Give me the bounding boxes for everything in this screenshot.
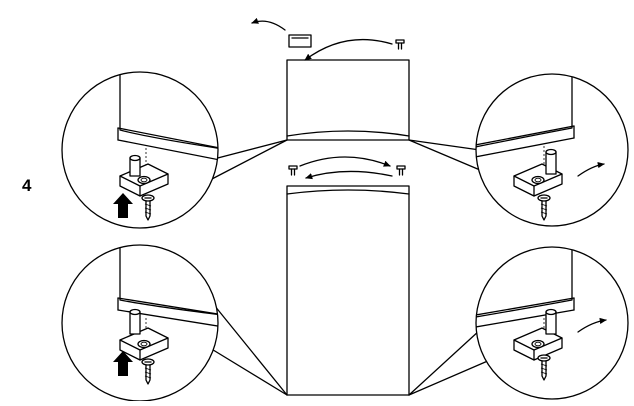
detail-top-right (475, 73, 629, 227)
detail-bottom-left (61, 244, 219, 402)
hinge-cover-icon (288, 34, 312, 48)
pin-swap-arrow-left (305, 170, 393, 180)
detail-bottom-right (475, 246, 629, 400)
up-arrow-icon (113, 193, 133, 218)
top-pin-icon (395, 39, 405, 50)
pin-swap-arrow-right (299, 156, 391, 167)
rotate-arrow-icon (577, 317, 607, 333)
middle-left-pin-icon (288, 165, 298, 176)
step-number: 4 (22, 176, 32, 195)
up-arrow-icon (113, 351, 133, 376)
pin-transfer-arrow-top (304, 38, 393, 61)
callout-lines (204, 139, 491, 396)
rotate-arrow-icon (577, 161, 605, 177)
middle-right-pin-icon (396, 165, 406, 176)
upper-door (286, 59, 410, 141)
lower-door (286, 185, 410, 396)
detail-top-left (61, 71, 219, 229)
remove-cover-arrow (251, 17, 286, 31)
